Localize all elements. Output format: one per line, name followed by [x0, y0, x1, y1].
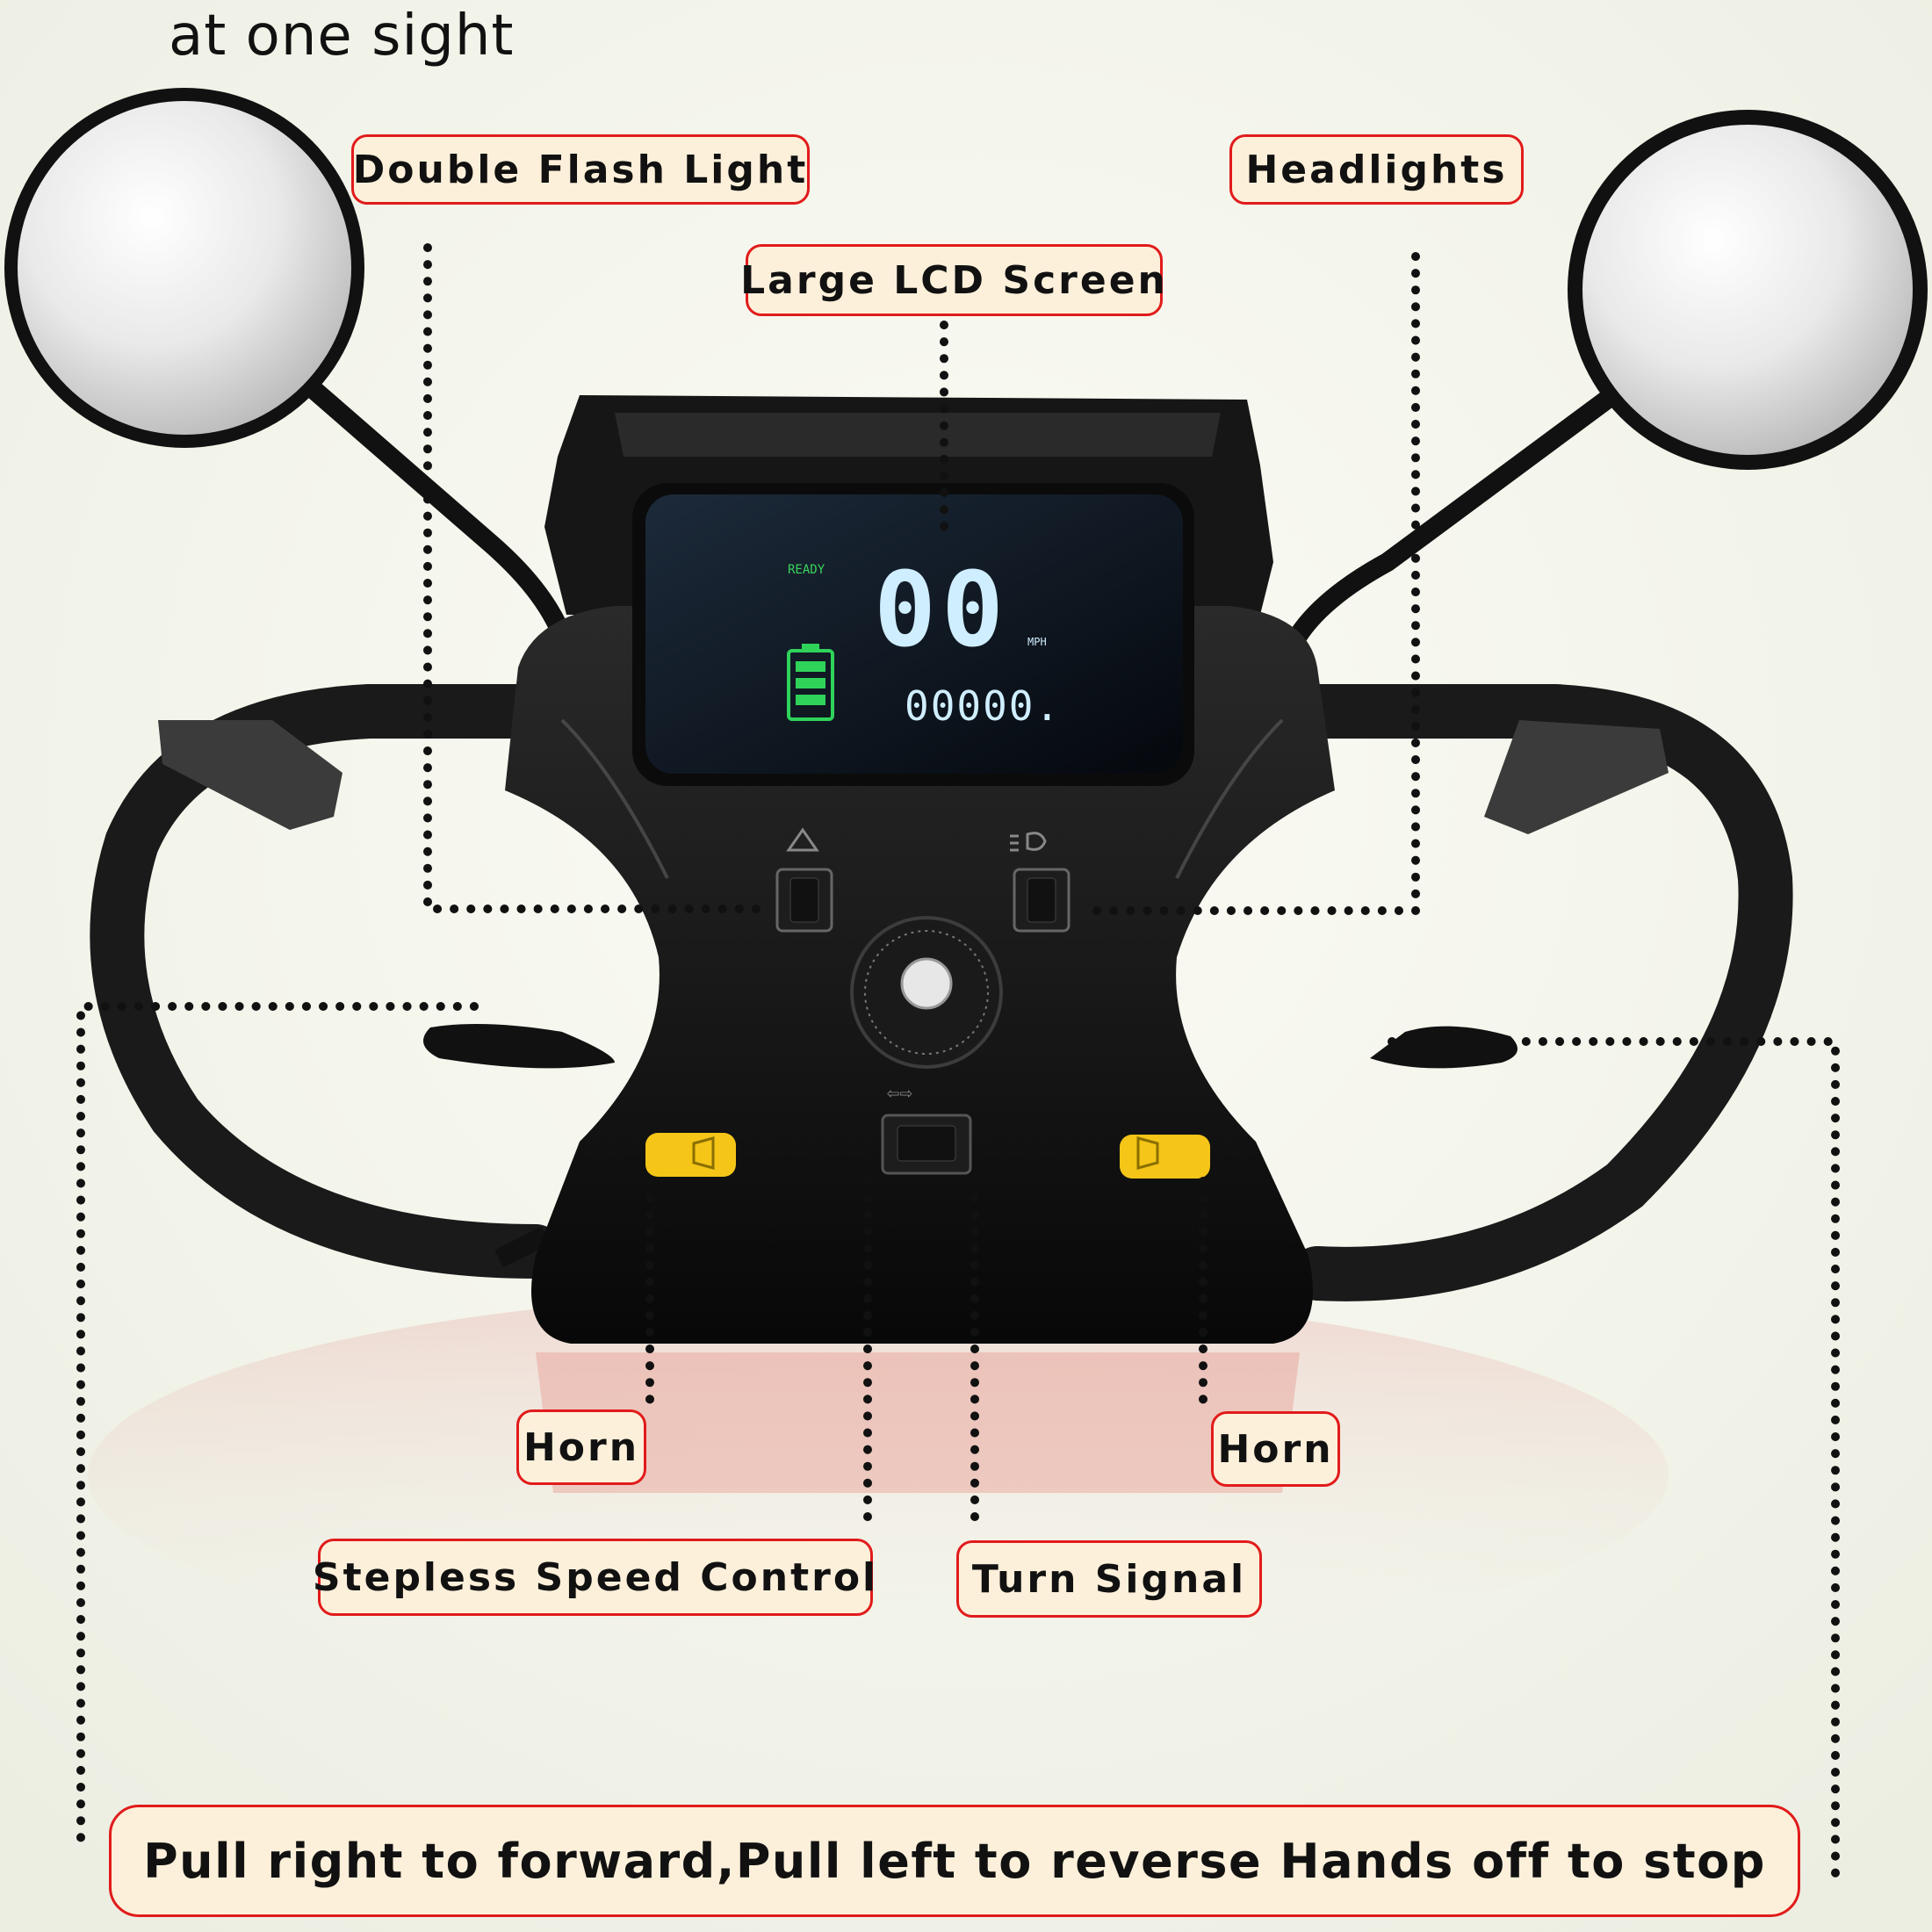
horn-icon: [1136, 1136, 1159, 1170]
right-mirror: [1568, 110, 1928, 470]
horn-icon: [692, 1136, 715, 1170]
hazard-switch[interactable]: [775, 827, 833, 933]
instruction-banner: Pull right to forward,Pull left to rever…: [109, 1805, 1800, 1917]
lcd-odometer: 00000.: [905, 682, 1061, 730]
left-throttle-lever: [423, 1024, 615, 1069]
headlight-icon: [1010, 832, 1047, 852]
callout-horn-right: Horn: [1211, 1411, 1340, 1487]
left-mirror: [4, 88, 364, 448]
hazard-icon: [786, 827, 819, 852]
turn-signal-icon: ⇦⇨: [887, 1080, 912, 1105]
callout-headlights: Headlights: [1229, 134, 1524, 205]
lcd-speed: 00: [874, 549, 1009, 670]
callout-turn-signal: Turn Signal: [956, 1540, 1262, 1618]
callout-stepless-speed-control: Stepless Speed Control: [313, 1539, 876, 1616]
right-throttle-lever: [1370, 1026, 1517, 1069]
horn-button-right[interactable]: [1120, 1135, 1210, 1179]
horn-button-left[interactable]: [645, 1133, 736, 1177]
callout-large-lcd-screen: Large LCD Screen: [740, 244, 1165, 316]
callout-horn-left: Horn: [516, 1409, 646, 1485]
callout-double-flash-light: Double Flash Light: [351, 134, 810, 205]
lcd-screen: READY 00 MPH 00000.: [632, 483, 1194, 786]
lcd-ready-indicator: READY: [788, 563, 825, 577]
turn-signal-switch[interactable]: ⇦⇨: [881, 1080, 972, 1175]
headlight-switch[interactable]: [1010, 832, 1071, 933]
speed-control-dial[interactable]: [850, 916, 1003, 1069]
lcd-speed-unit: MPH: [1027, 636, 1047, 648]
page-heading: at one sight: [169, 4, 515, 68]
leader-lines: [76, 243, 1840, 1891]
handlebar: [90, 684, 1793, 1301]
battery-icon: [787, 644, 834, 721]
